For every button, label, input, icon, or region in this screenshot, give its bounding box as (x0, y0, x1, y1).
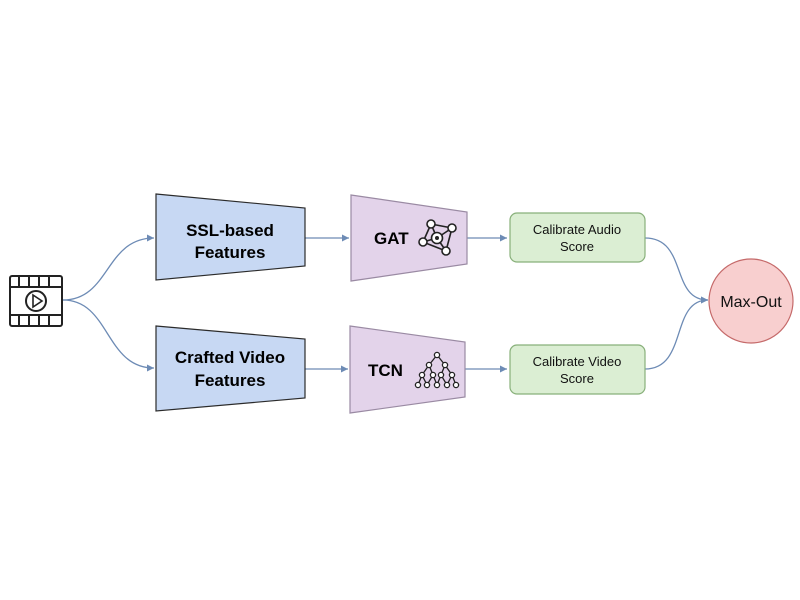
crafted-features-line1: Crafted Video (175, 348, 285, 367)
ssl-features-block: SSL-based Features (155, 193, 306, 281)
crafted-video-features-block: Crafted Video Features (155, 325, 306, 412)
connector-calibrate-video-to-maxout (644, 296, 709, 370)
video-file-icon (9, 275, 63, 327)
max-out-node: Max-Out (708, 258, 794, 344)
tcn-label: TCN (368, 361, 403, 380)
calibrate-audio-line2: Score (560, 239, 594, 254)
crafted-features-line2: Features (195, 371, 266, 390)
calibrate-video-block: Calibrate Video Score (509, 344, 646, 395)
calibrate-video-line1: Calibrate Video (533, 354, 622, 369)
connector-calibrate-audio-to-maxout (644, 237, 709, 304)
gat-label: GAT (374, 229, 409, 248)
ssl-features-line2: Features (195, 243, 266, 262)
connector-input-to-ssl (62, 234, 155, 301)
gat-block: GAT (350, 194, 468, 282)
max-out-label: Max-Out (720, 294, 782, 311)
calibrate-audio-line1: Calibrate Audio (533, 222, 621, 237)
graph-network-icon (418, 219, 457, 256)
tcn-block: TCN (349, 325, 466, 414)
ssl-features-line1: SSL-based (186, 221, 274, 240)
connectors (62, 234, 709, 373)
calibrate-video-line2: Score (560, 371, 594, 386)
connector-input-to-crafted (62, 299, 155, 372)
calibrate-audio-block: Calibrate Audio Score (509, 212, 646, 263)
tree-network-icon (414, 351, 460, 389)
